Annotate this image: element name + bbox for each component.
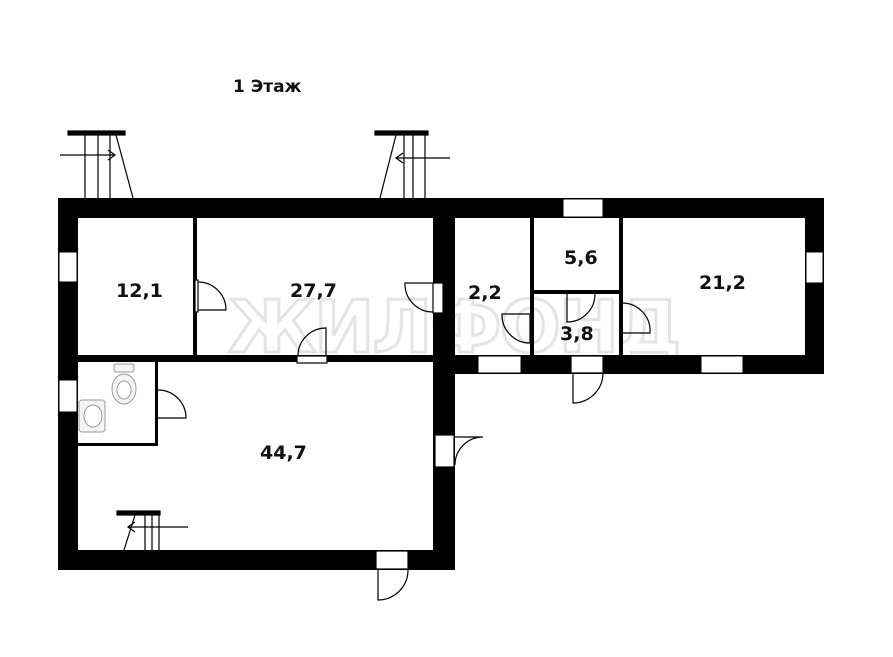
room-area-label: 12,1	[116, 280, 163, 302]
room-area-label: 3,8	[560, 323, 594, 345]
room-area-label: 21,2	[699, 272, 746, 294]
room-area-label: 5,6	[564, 247, 598, 269]
sink-icon	[78, 399, 106, 433]
room-area-label: 27,7	[290, 280, 337, 302]
stairs-left-entrance	[60, 130, 134, 199]
room-area-label: 44,7	[260, 442, 307, 464]
doors	[157, 279, 651, 601]
stairs-right-entrance	[374, 130, 450, 199]
stairs-interior	[116, 510, 188, 551]
room-area-label: 2,2	[468, 282, 502, 304]
toilet-icon	[111, 363, 137, 405]
windows	[58, 198, 824, 413]
floor-title: 1 Этаж	[233, 77, 302, 97]
